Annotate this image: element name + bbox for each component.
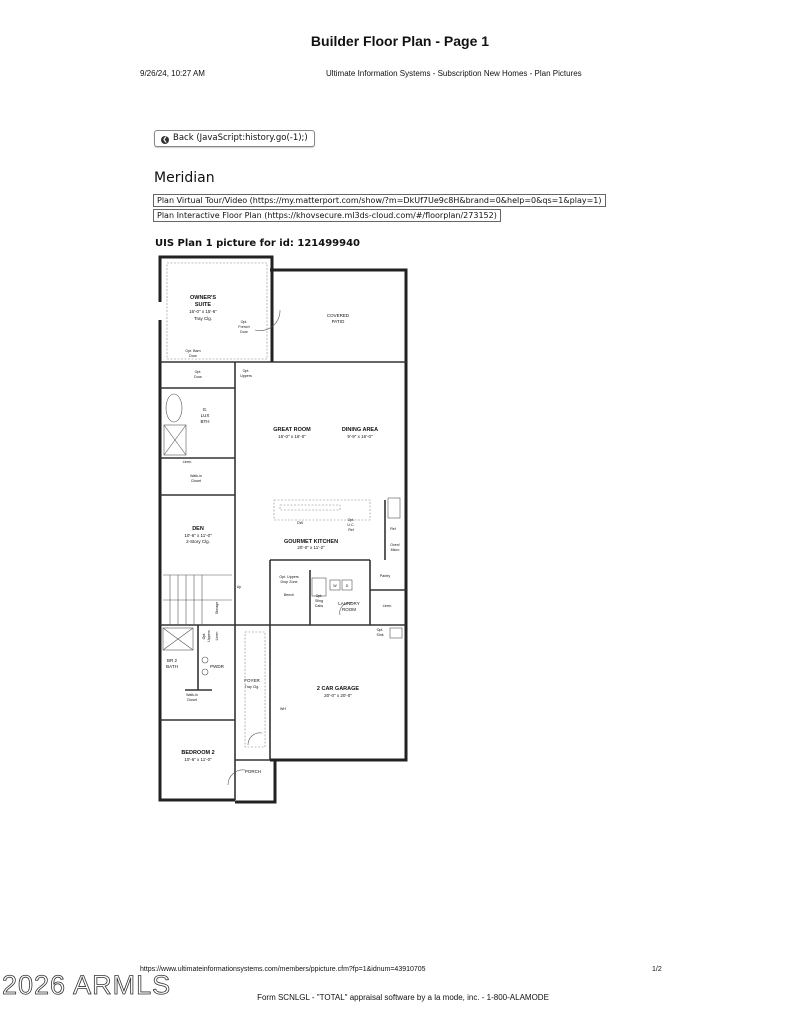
note: WH [280, 707, 286, 711]
owners-suite-label-2: SUITE [195, 302, 212, 308]
foyer-label: FOYER [244, 678, 260, 683]
note: Storage [215, 602, 219, 615]
note: Door [189, 354, 198, 358]
note: Opt. [241, 320, 248, 324]
note: Opt. [243, 369, 250, 373]
owners-suite-note: Tray Clg. [194, 316, 212, 321]
fixtures [162, 309, 403, 786]
bedroom2-dims: 10'-6" x 11'-0" [184, 757, 212, 762]
den-label: DEN [192, 526, 204, 532]
site-title: Ultimate Information Systems - Subscript… [326, 69, 582, 78]
picture-title: UIS Plan 1 picture for id: 121499940 [155, 238, 360, 249]
kitchen-label: GOURMET KITCHEN [284, 539, 338, 545]
note: Opt. [316, 594, 323, 598]
lux-bath-label: G. [203, 407, 208, 412]
great-room-dims: 15'-0" x 16'-0" [278, 434, 306, 439]
note: Opt. [202, 633, 206, 640]
lux-bath-label-2: LUX [201, 413, 210, 418]
note: French [238, 325, 249, 329]
note: Cabs [315, 604, 324, 608]
note: Opt. Uppers [279, 575, 299, 579]
stairs [163, 575, 232, 625]
note: Micro [391, 548, 400, 552]
laundry-label-2: ROOM [342, 607, 356, 612]
form-footer: Form SCNLGL - "TOTAL" appraisal software… [257, 993, 549, 1002]
note: DW [297, 521, 304, 525]
note: W [333, 584, 337, 588]
footer-url: https://www.ultimateinformationsystems.c… [140, 966, 426, 973]
note: Closet [187, 698, 197, 702]
note: Closet [191, 479, 201, 483]
note: Door [240, 330, 249, 334]
watermark: 2026 ARMLS [2, 970, 172, 1001]
lux-bath-label-3: BTH [201, 419, 210, 424]
room-labels: OWNER'S SUITE 16'-0" x 15'-6" Tray Clg. … [166, 295, 378, 774]
porch-label: PORCH [245, 769, 261, 774]
floor-plan-image: OWNER'S SUITE 16'-0" x 15'-6" Tray Clg. … [155, 252, 417, 812]
interactive-floor-plan-link[interactable]: Plan Interactive Floor Plan (https://kho… [153, 209, 501, 222]
note: Bench [284, 593, 294, 597]
page-title: Builder Floor Plan - Page 1 [310, 33, 490, 49]
circle-chevron-left-icon: ❮ [161, 136, 169, 144]
den-note: 2-Story Clg. [186, 539, 210, 544]
note: Linen [383, 604, 392, 608]
owners-suite-label: OWNER'S [190, 295, 216, 301]
bedroom2-label: BEDROOM 2 [181, 750, 214, 756]
den-dims: 10'-6" x 11'-0" [184, 533, 212, 538]
note: Sling [315, 599, 323, 603]
note: Door [194, 375, 203, 379]
virtual-tour-link[interactable]: Plan Virtual Tour/Video (https://my.matt… [153, 194, 606, 207]
owners-suite-dims: 16'-0" x 15'-6" [189, 309, 217, 314]
br2-bath-label-2: BATH [166, 664, 178, 669]
dining-area-dims: 9'-9" x 16'-0" [347, 434, 373, 439]
plan-name: Meridian [154, 170, 215, 186]
note: Walk-in [190, 474, 202, 478]
foyer-note: Tray Clg. [245, 685, 259, 689]
note: Uppers [240, 374, 252, 378]
note: Opt. [195, 370, 202, 374]
note: Opt. [348, 518, 355, 522]
exterior-walls [158, 255, 408, 804]
great-room-label: GREAT ROOM [273, 427, 311, 433]
dining-area-label: DINING AREA [342, 427, 378, 433]
back-button[interactable]: ❮ Back (JavaScript:history.go(-1);) [154, 130, 315, 147]
print-datetime: 9/26/24, 10:27 AM [140, 69, 205, 78]
plan-background [155, 252, 417, 812]
note: D [346, 584, 349, 588]
note: Drop Zone [281, 580, 298, 584]
interior-walls [160, 361, 406, 800]
note: Ref [348, 528, 354, 532]
note: Uppers [207, 630, 211, 642]
powder-label: PWDR [210, 664, 224, 669]
note: Ref [390, 527, 396, 531]
back-button-label: Back (JavaScript:history.go(-1);) [173, 133, 308, 143]
br2-bath-label: BR 2 [167, 658, 178, 663]
note: Pantry [380, 574, 391, 578]
garage-label: 2 CAR GARAGE [317, 686, 360, 692]
laundry-label: LAUNDRY [338, 601, 359, 606]
note: Oven/ [390, 543, 400, 547]
plan-notes: Opt. French Door Opt. Barn Door Opt. Doo… [183, 320, 400, 711]
note: Linen [183, 460, 192, 464]
note: Opt. Barn [185, 349, 200, 353]
note: Opt. [377, 628, 384, 632]
note: Up [237, 585, 242, 589]
note: Sink [377, 633, 384, 637]
note: Walk-in [186, 693, 198, 697]
dashed-lines [166, 262, 371, 748]
patio-label: COVERED [327, 313, 350, 318]
garage-dims: 20'-0" x 20'-0" [324, 693, 352, 698]
patio-label-2: PATIO [332, 319, 345, 324]
note: U.C. [347, 523, 354, 527]
kitchen-dims: 20'-0" x 11'-2" [297, 545, 325, 550]
page-number: 1/2 [652, 966, 662, 973]
note: Linen [215, 632, 219, 641]
